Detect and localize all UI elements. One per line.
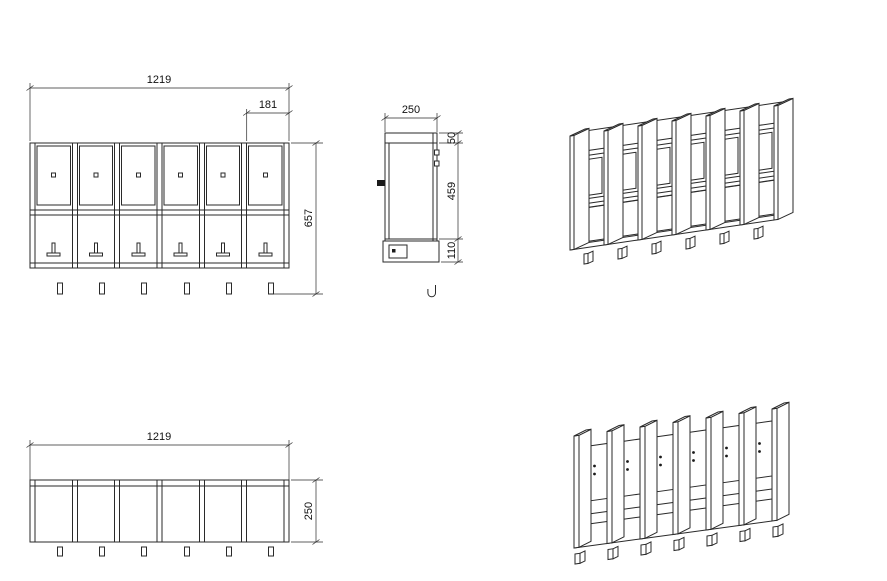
door-knob-icon (135, 172, 141, 178)
coat-hook-icon (173, 242, 188, 257)
end-panel (773, 97, 794, 221)
isometric-back-view (558, 401, 790, 578)
door-knob-icon (178, 172, 184, 178)
lower-unit-feet (57, 546, 274, 557)
side-dim-top-label: 50 (446, 132, 458, 144)
coat-hook-icon (88, 242, 103, 257)
wall-hook-icon (377, 180, 385, 186)
compartment-module-back (574, 429, 607, 564)
compartment-module-back (640, 420, 673, 555)
dimension-front-compartment: 181 (242, 99, 293, 141)
front-dim-height-label: 657 (303, 209, 315, 227)
isometric-front-unit (570, 97, 794, 264)
side-hardware (377, 149, 440, 298)
end-foot (772, 523, 784, 538)
door-knob-icon (262, 172, 268, 178)
side-cabinet-body (382, 132, 440, 263)
compartment-module-back (607, 425, 640, 560)
door-knob-icon (51, 172, 57, 178)
front-hooks (46, 242, 273, 257)
side-dim-depth-label: 250 (402, 104, 420, 116)
dimension-front-width: 1219 (26, 74, 293, 141)
dimension-front-height: 657 (274, 140, 323, 297)
coat-hook-icon (216, 242, 230, 257)
dimension-plan-height: 250 (291, 477, 323, 545)
front-feet (57, 282, 274, 295)
j-hook-icon (427, 285, 436, 298)
front-elevation-view: 1219 181 657 (26, 74, 323, 297)
compartment-module-back (706, 411, 739, 546)
front-cabinet-body (29, 142, 290, 269)
drawer-knob-icon (392, 249, 396, 253)
front-doors (36, 145, 283, 206)
door-knob-icon (93, 172, 99, 178)
hinge-icon (434, 149, 440, 156)
dimension-plan-width: 1219 (26, 431, 293, 480)
front-dim-width-label: 1219 (147, 74, 171, 86)
isometric-front-view (548, 97, 794, 287)
door-knob-icon (220, 172, 226, 178)
isometric-back-unit (574, 401, 790, 564)
coat-hook-icon (131, 242, 146, 257)
plan-dim-height-label: 250 (303, 502, 315, 520)
lower-elevation-view: 1219 250 (26, 431, 323, 557)
dimension-side-heights: 50 459 110 (439, 130, 463, 265)
hinge-icon (434, 160, 440, 167)
dimension-side-depth: 250 (381, 104, 441, 132)
end-panel-back (771, 401, 790, 522)
coat-hook-icon (258, 242, 273, 257)
coat-hook-icon (46, 242, 61, 257)
side-dim-base-label: 110 (446, 242, 458, 260)
plan-dim-width-label: 1219 (147, 431, 171, 443)
side-section-view: 250 50 4 (377, 104, 463, 298)
side-dim-mid-label: 459 (446, 182, 458, 200)
front-dim-compartment-label: 181 (259, 99, 277, 111)
lower-unit-body (29, 479, 290, 543)
compartment-module-back (739, 407, 772, 542)
compartment-module-back (673, 416, 706, 551)
